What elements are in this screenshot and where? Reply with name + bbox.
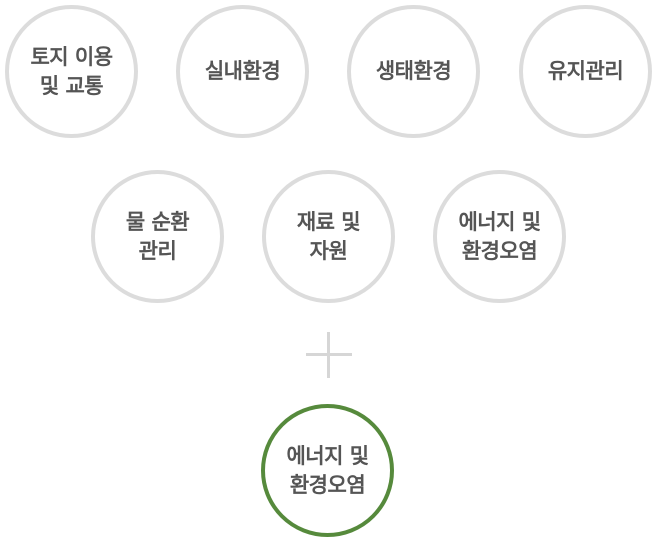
category-circle-materials-resources: 재료 및 자원 <box>262 170 395 303</box>
label-line: 실내환경 <box>204 59 281 83</box>
category-circle-ecological-environment: 생태환경 <box>347 5 480 138</box>
label-line: 토지 이용 <box>30 44 113 69</box>
category-circle-water-cycle: 물 순환 관리 <box>91 170 224 303</box>
category-label: 유지관리 <box>547 57 624 86</box>
category-circle-maintenance: 유지관리 <box>519 5 652 138</box>
category-label: 물 순환 관리 <box>125 208 190 266</box>
category-circle-energy-pollution: 에너지 및 환경오염 <box>433 170 566 303</box>
label-line: 물 순환 <box>125 209 190 234</box>
category-label: 에너지 및 환경오염 <box>286 442 369 500</box>
label-line: 에너지 및 <box>458 209 541 234</box>
plus-vertical-bar <box>327 332 330 378</box>
label-line: 환경오염 <box>289 472 366 497</box>
label-line: 재료 및 <box>296 209 361 234</box>
category-label: 에너지 및 환경오염 <box>458 208 541 266</box>
category-circle-land-use-transport: 토지 이용 및 교통 <box>5 5 138 138</box>
category-label: 토지 이용 및 교통 <box>30 43 113 101</box>
label-line: 관리 <box>138 238 177 263</box>
plus-icon <box>306 332 352 378</box>
label-line: 환경오염 <box>461 238 538 263</box>
category-label: 재료 및 자원 <box>296 208 361 266</box>
category-label: 실내환경 <box>204 57 281 86</box>
label-line: 생태환경 <box>375 59 452 83</box>
category-circle-indoor-environment: 실내환경 <box>176 5 309 138</box>
highlighted-category-circle: 에너지 및 환경오염 <box>261 404 394 537</box>
label-line: 자원 <box>309 238 348 263</box>
category-label: 생태환경 <box>375 57 452 86</box>
label-line: 에너지 및 <box>286 443 369 468</box>
label-line: 및 교통 <box>39 73 104 98</box>
label-line: 유지관리 <box>547 59 624 83</box>
